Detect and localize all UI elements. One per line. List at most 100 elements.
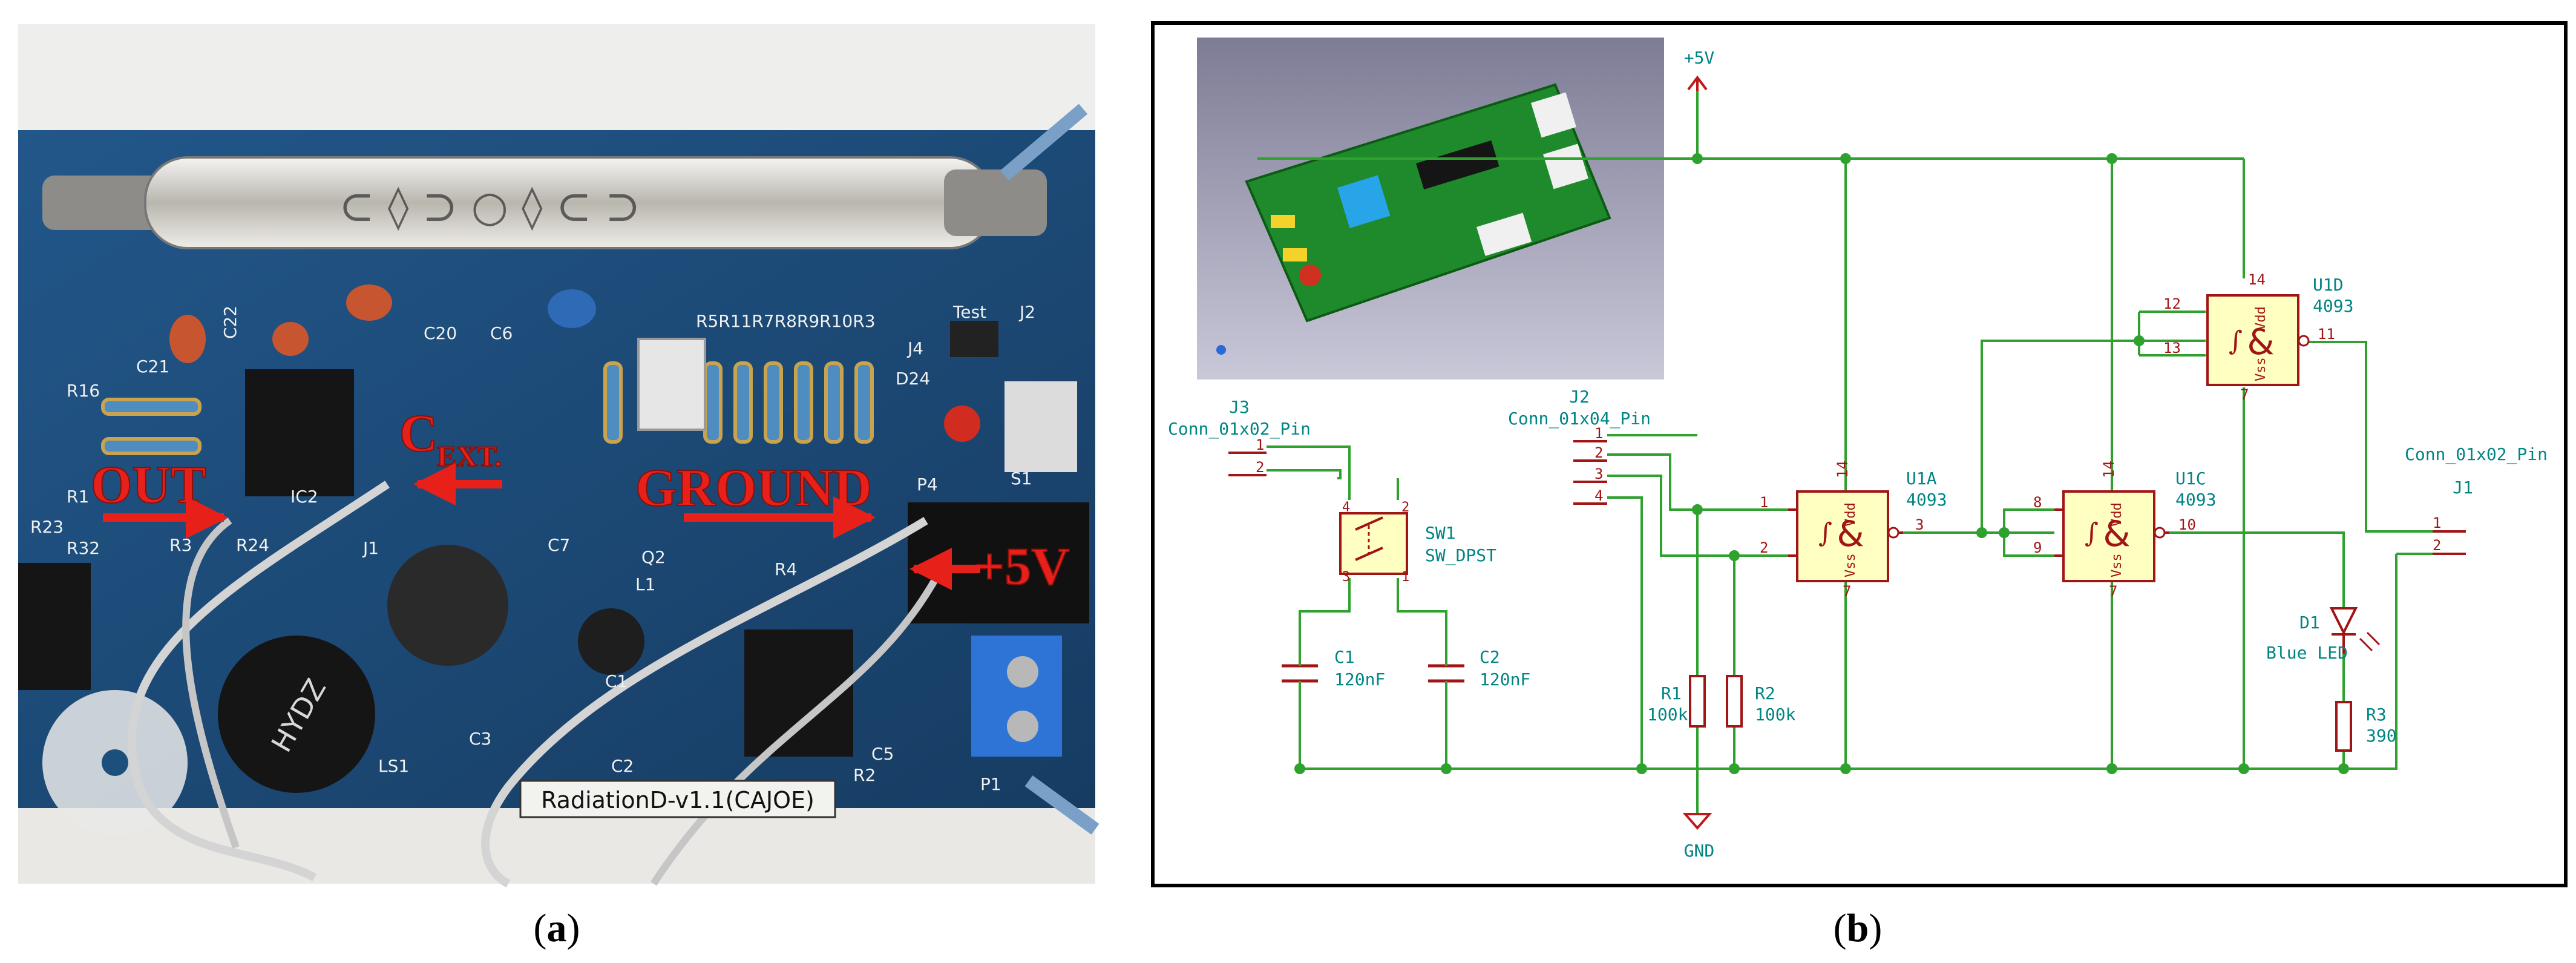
silkscreen-labels: C21 C22 R16 R1 R23 R32 R3 R24 IC2 J1 C20… xyxy=(30,302,1035,794)
annotations: OUT C EXT. GROUND +5V xyxy=(90,404,1070,597)
c2-ref: C2 xyxy=(1480,647,1500,667)
capacitor xyxy=(548,289,596,328)
annotation-plus5v: +5V xyxy=(974,537,1070,596)
gnd-label: GND xyxy=(1684,841,1715,861)
j1-pin: 1 xyxy=(2433,514,2441,531)
gate-vss: Vss xyxy=(2253,357,2269,381)
sw1-value: SW_DPST xyxy=(1425,545,1496,566)
j3-pin: 2 xyxy=(1256,459,1264,476)
u1a-value: 4093 xyxy=(1906,490,1947,510)
sw1-ref: SW1 xyxy=(1425,523,1456,543)
u1a-ref: U1A xyxy=(1906,468,1937,488)
pcb-3d-render xyxy=(1197,38,1664,380)
led-d1: D1 Blue LED xyxy=(2266,607,2381,663)
j2-pin: 4 xyxy=(1594,487,1603,504)
capacitor xyxy=(169,315,206,363)
resistor-r3: R3 390 xyxy=(2335,701,2397,752)
j2-pin: 2 xyxy=(1594,444,1603,461)
sw1-pin: 4 xyxy=(1342,500,1350,515)
pin-number: 8 xyxy=(2033,494,2042,511)
capacitor xyxy=(272,322,309,356)
gnd-symbol: GND xyxy=(1682,813,1715,861)
u1c-ref: U1C xyxy=(2175,468,2206,488)
trim-pot xyxy=(637,338,706,431)
pin-number: 14 xyxy=(2100,461,2117,478)
annotation-ground: GROUND xyxy=(635,459,872,518)
j2-value: Conn_01x04_Pin xyxy=(1508,409,1651,429)
probe-wire-5v xyxy=(650,561,948,886)
probe-wire-out xyxy=(127,481,390,882)
silk-label: C20 xyxy=(424,323,457,343)
gate-u1a: & ∫ Vdd Vss 1 2 3 14 7 U1A 4093 xyxy=(1760,461,1947,600)
silk-label: R16 xyxy=(67,381,100,401)
annotation-cext: C xyxy=(399,404,438,463)
silk-label: Test xyxy=(952,302,986,322)
gate-symbol: & xyxy=(2103,513,2130,554)
resistor-r1: R1 100k xyxy=(1647,675,1706,728)
probe-wire xyxy=(182,518,240,849)
u1c-value: 4093 xyxy=(2175,490,2216,510)
resistor-row xyxy=(101,361,874,455)
board-name-label: RadiationD-v1.1(CAJOE) xyxy=(541,787,814,813)
r2-value: 100k xyxy=(1755,705,1796,725)
ic-chip xyxy=(18,563,91,690)
capacitor-c1: C1 120nF xyxy=(1282,647,1385,692)
j2-pin: 3 xyxy=(1594,465,1603,482)
r2-ref: R2 xyxy=(1755,683,1775,703)
pin-number: 13 xyxy=(2163,340,2181,357)
silk-label: C5 xyxy=(871,744,894,764)
pin-number: 12 xyxy=(2163,295,2181,312)
silk-label: D24 xyxy=(896,369,930,389)
silk-label: C7 xyxy=(548,535,570,555)
capacitor-c2: C2 120nF xyxy=(1428,647,1530,692)
silk-label: R2 xyxy=(853,765,876,785)
r3-ref: R3 xyxy=(2366,705,2387,725)
panel-a-photo: ⊂ ◊ ⊃ ○ ◊ ⊂ ⊃ HYDZ xyxy=(18,24,1100,888)
j2-pin: 1 xyxy=(1594,425,1603,442)
silk-label: C3 xyxy=(469,729,491,749)
gate-u1d: & ∫ Vdd Vss 12 13 11 14 7 U1D 4093 xyxy=(2163,271,2353,403)
pin-number: 7 xyxy=(1843,583,1851,600)
svg-text:⊂ ◊ ⊃ ○ ◊ ⊂ ⊃: ⊂ ◊ ⊃ ○ ◊ ⊂ ⊃ xyxy=(339,182,640,231)
silk-label: C21 xyxy=(136,357,169,376)
pin-number: 3 xyxy=(1915,516,1924,533)
schmitt-icon: ∫ xyxy=(1818,518,1832,548)
capacitor xyxy=(346,284,392,321)
slide-switch xyxy=(1005,381,1077,472)
d1-ref: D1 xyxy=(2299,613,2320,633)
junctions xyxy=(1294,153,2349,774)
pin-number: 10 xyxy=(2178,516,2196,533)
j1-ref: J1 xyxy=(2453,478,2473,498)
j3-ref: J3 xyxy=(1229,397,1250,417)
buzzer xyxy=(218,636,375,793)
c1-ref: C1 xyxy=(1334,647,1355,667)
electrolytic-cap xyxy=(387,545,508,666)
schmitt-icon: ∫ xyxy=(2085,518,2099,548)
r1-value: 100k xyxy=(1647,705,1688,725)
silk-label: S1 xyxy=(1011,468,1032,488)
silk-label: J2 xyxy=(1018,302,1035,322)
probe-wire-gnd xyxy=(481,517,928,888)
sw1-pin: 2 xyxy=(1401,500,1409,515)
gate-symbol: & xyxy=(1837,513,1864,554)
jumper-header xyxy=(950,321,998,357)
pin-number: 7 xyxy=(2109,583,2117,600)
gate-vss: Vss xyxy=(2109,553,2125,577)
silk-label: LS1 xyxy=(378,756,409,776)
switch-sw1: 1 2 3 4 SW1 SW_DPST xyxy=(1339,500,1496,585)
schmitt-icon: ∫ xyxy=(2229,326,2243,357)
gate-vss: Vss xyxy=(1843,553,1858,577)
gate-symbol: & xyxy=(2247,321,2274,363)
silk-label: P1 xyxy=(980,774,1001,794)
silk-label: R1 xyxy=(67,487,89,507)
silk-label: C6 xyxy=(490,323,513,343)
silk-label: J1 xyxy=(362,538,379,558)
sw1-pin: 1 xyxy=(1401,570,1409,585)
pin-number: 14 xyxy=(2248,271,2266,288)
silk-label: P4 xyxy=(917,475,938,495)
annotation-cext-subscript: EXT. xyxy=(437,441,502,473)
caption-a: (a) xyxy=(534,906,580,950)
pin-number: 7 xyxy=(2240,386,2249,403)
silk-label: C22 xyxy=(220,306,240,339)
